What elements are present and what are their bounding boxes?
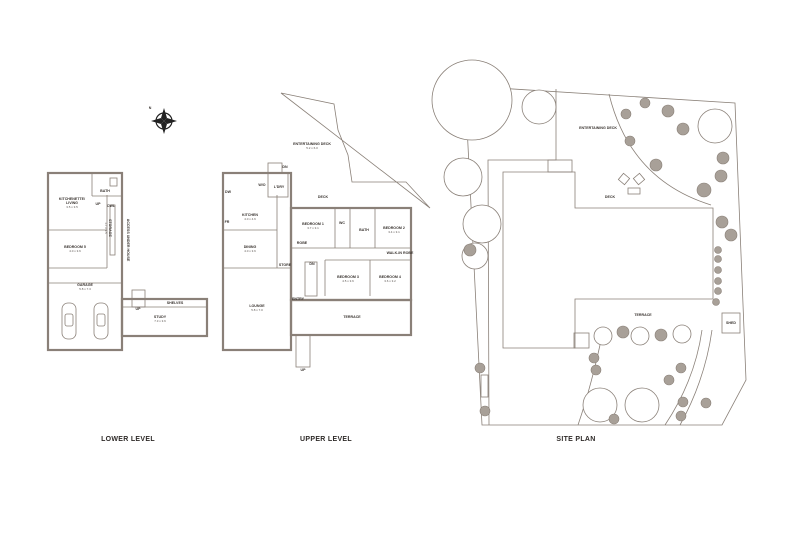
fridge-label: FR [225, 220, 230, 224]
room-label-bath: BATH [100, 189, 110, 193]
room-label-shelves: SHELVES [167, 301, 184, 305]
room-dims: 3.4 x 3.1 [388, 230, 400, 234]
room-label-kitchen: KITCHEN [242, 213, 258, 217]
access-under-house-label: ACCESS UNDER HOUSE [126, 219, 130, 262]
stair-up-label: UP [136, 307, 142, 311]
room-label-robe: ROBE [297, 241, 308, 245]
room-label-dining: DINING [244, 245, 257, 249]
lower-level-plan: KITCHENETTE/ LIVING 3.5 x 3.5 BEDROOM 5 … [46, 171, 209, 443]
tree-icon [431, 59, 733, 423]
room-label-bedroom-4: BEDROOM 4 [379, 275, 401, 279]
room-label-garage: GARAGE [77, 283, 93, 287]
car-icon [61, 302, 109, 340]
room-dims: 3.7 x 3.1 [307, 226, 319, 230]
site-plan-title: SITE PLAN [556, 436, 595, 443]
room-label-entry: ENTRY [292, 297, 305, 301]
stair-down-label: DN [309, 262, 315, 266]
room-label-bedroom-1: BEDROOM 1 [302, 222, 324, 226]
room-label-bedroom-2: BEDROOM 2 [383, 226, 405, 230]
room-label-entertaining-deck: ENTERTAINING DECK [293, 142, 331, 146]
room-label-living: LIVING [66, 201, 78, 205]
room-label-study: STUDY [154, 315, 167, 319]
lower-level-title: LOWER LEVEL [101, 436, 155, 443]
room-label-storage: STORAGE [108, 219, 112, 237]
room-label-kitchenette: KITCHENETTE/ [59, 197, 85, 201]
stair-down-label: DN [282, 165, 288, 169]
room-label-store: STORE [279, 263, 292, 267]
site-label-shed: SHED [726, 321, 736, 325]
compass-rose-icon: N [149, 106, 177, 134]
site-label-entertaining-deck: ENTERTAINING DECK [579, 126, 617, 130]
room-dims: 4.0 x 4.6 [244, 217, 256, 221]
room-label-walk-in-robe: WALK-IN ROBE [387, 251, 414, 255]
site-plan: ENTERTAINING DECK DECK TERRACE SHED SITE… [431, 59, 747, 443]
room-label-terrace: TERRACE [343, 315, 361, 319]
north-label: N [149, 106, 152, 110]
dishwasher-label: DW [225, 190, 232, 194]
room-label-lounge: LOUNGE [249, 304, 265, 308]
room-label-deck: DECK [318, 195, 329, 199]
upper-level-plan: ENTERTAINING DECK 5.2 x 6.0 DECK L'DRY K… [221, 92, 431, 443]
upper-level-title: UPPER LEVEL [300, 436, 352, 443]
room-dims: 4.0 x 3.6 [244, 249, 256, 253]
site-label-terrace: TERRACE [634, 313, 652, 317]
room-label-wc: WC [339, 221, 345, 225]
shrub-icon [463, 97, 738, 425]
room-dims: 7.3 x 3.6 [154, 319, 166, 323]
room-dims: 1.7 x 3.5 [104, 222, 108, 234]
cwl-label: CWL [107, 204, 116, 208]
room-label-bath: BATH [359, 228, 369, 232]
room-dims: 5.8 x 7.0 [251, 308, 263, 312]
room-dims: 4.5 x 3.6 [342, 279, 354, 283]
room-dims: 5.8 x 7.3 [79, 287, 91, 291]
stair-up-label: UP [301, 368, 307, 372]
room-dims: 4.0 x 3.6 [69, 249, 81, 253]
site-label-deck: DECK [605, 195, 616, 199]
stair-up-label: UP [96, 202, 102, 206]
room-label-bedroom-3: BEDROOM 3 [337, 275, 359, 279]
room-dims: 5.2 x 6.0 [306, 146, 318, 150]
room-dims: 3.6 x 3.2 [384, 279, 396, 283]
room-dims: 3.5 x 3.5 [66, 205, 78, 209]
room-label-laundry: L'DRY [274, 185, 285, 189]
room-label-bedroom-5: BEDROOM 5 [64, 245, 86, 249]
wall-oven-label: W/O [258, 183, 265, 187]
